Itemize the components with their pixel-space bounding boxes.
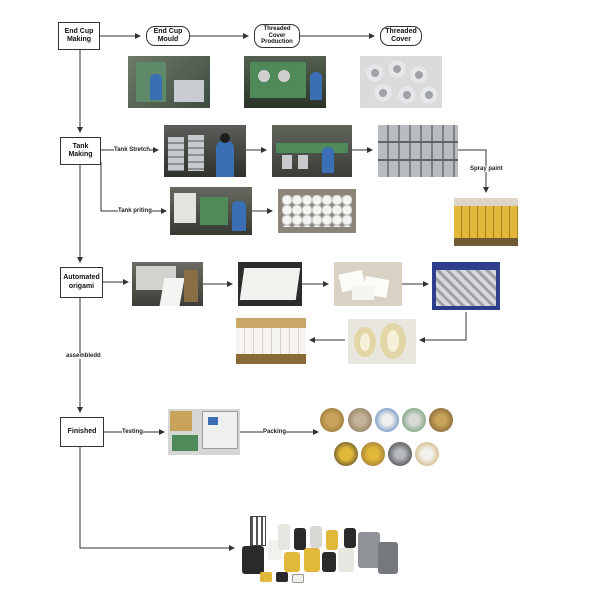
photo-crate-of-elements (432, 262, 500, 310)
photo-threaded-cover-machine (244, 56, 326, 108)
box-threaded-cover-production: Threaded Cover Production (254, 24, 300, 48)
arrow-crate-to-elements (419, 312, 467, 343)
label-tank-priting: Tank priting (118, 208, 152, 214)
photo-filter-elements (348, 319, 416, 364)
box-finished: Finished (60, 417, 104, 447)
box-threaded-cover: Threaded Cover (380, 26, 422, 46)
label-spray-paint: Spray paint (470, 166, 503, 172)
packing-image-2 (348, 408, 372, 432)
photo-folded-paper (334, 262, 402, 306)
arrow-finished-to-products (79, 447, 235, 551)
packing-image-5 (429, 408, 453, 432)
photo-stacked-tanks (378, 125, 458, 177)
photo-stocked-elements (236, 318, 306, 364)
label-testing: Testing (122, 429, 143, 435)
packing-image-3 (375, 408, 399, 432)
photo-testing-bench (168, 409, 240, 455)
packing-image-4 (402, 408, 426, 432)
label-assembled: assembledd (66, 353, 101, 359)
label-packing: Packing (263, 429, 287, 435)
photo-end-cup-press (128, 56, 210, 108)
packing-image-9 (415, 442, 439, 466)
photo-finished-products (240, 512, 400, 584)
box-end-cup-making: End Cup Making (58, 22, 100, 50)
box-automated-origami: Automated origami (60, 267, 103, 298)
box-end-cup-mould: End Cup Mould (146, 26, 190, 46)
photo-tank-printing (170, 187, 252, 235)
packing-image-1 (320, 408, 344, 432)
photo-filter-paper-sheet (238, 262, 302, 306)
photo-pleating-machine (132, 262, 203, 306)
arrow-tank-to-printing (100, 162, 167, 214)
box-tank-making: Tank Making (60, 137, 101, 165)
photo-tank-stretch-worker (164, 125, 246, 177)
packing-image-8 (388, 442, 412, 466)
photo-tank-line (272, 125, 352, 177)
packing-image-6 (334, 442, 358, 466)
packing-image-7 (361, 442, 385, 466)
photo-painted-tanks (454, 198, 518, 246)
photo-printed-tank-caps (278, 189, 356, 233)
label-tank-stretch: Tank Stretch (114, 147, 150, 153)
photo-threaded-covers (360, 56, 442, 108)
